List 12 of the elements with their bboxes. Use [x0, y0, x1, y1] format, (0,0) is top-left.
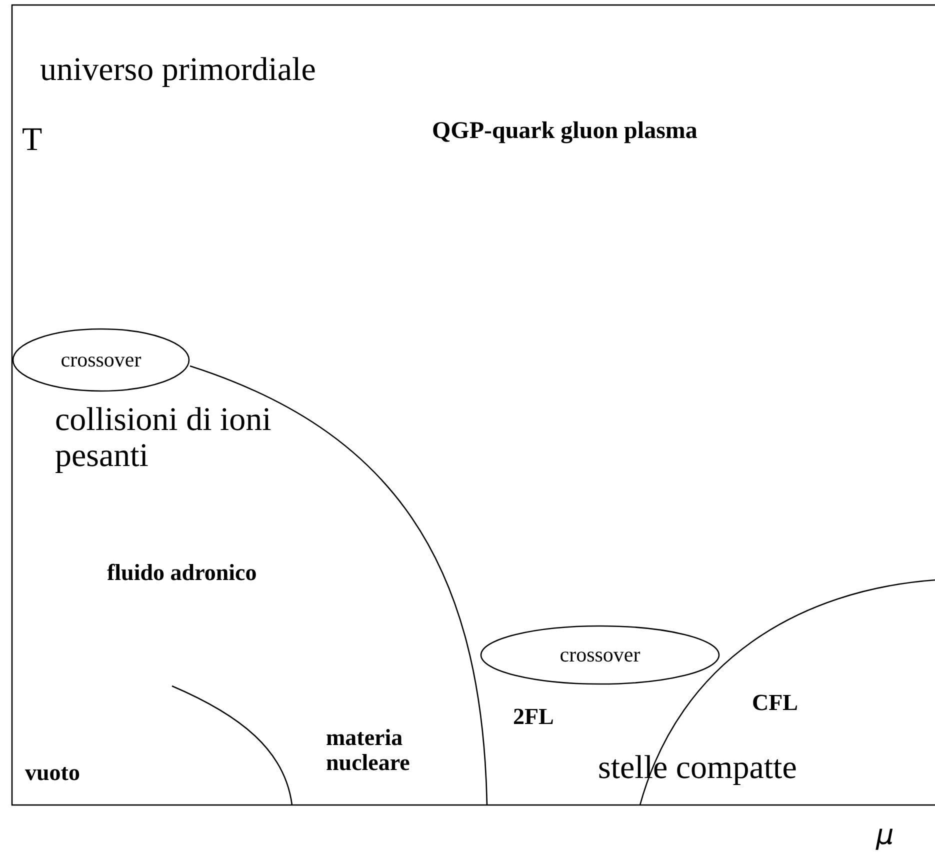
region-label: 2FL — [513, 704, 554, 730]
region-label: CFL — [752, 690, 798, 716]
axis-label: μ — [876, 820, 894, 851]
axis-label: T — [22, 122, 42, 158]
region-label: QGP-quark gluon plasma — [432, 118, 698, 144]
region-label: collisioni di ioni pesanti — [55, 402, 272, 475]
crossover-ellipse: crossover — [480, 625, 720, 685]
region-label: fluido adronico — [107, 560, 257, 586]
region-label: universo primordiale — [40, 52, 316, 88]
crossover-ellipse: crossover — [12, 328, 190, 392]
region-label: vuoto — [25, 760, 80, 786]
region-label: materia nucleare — [326, 725, 411, 776]
